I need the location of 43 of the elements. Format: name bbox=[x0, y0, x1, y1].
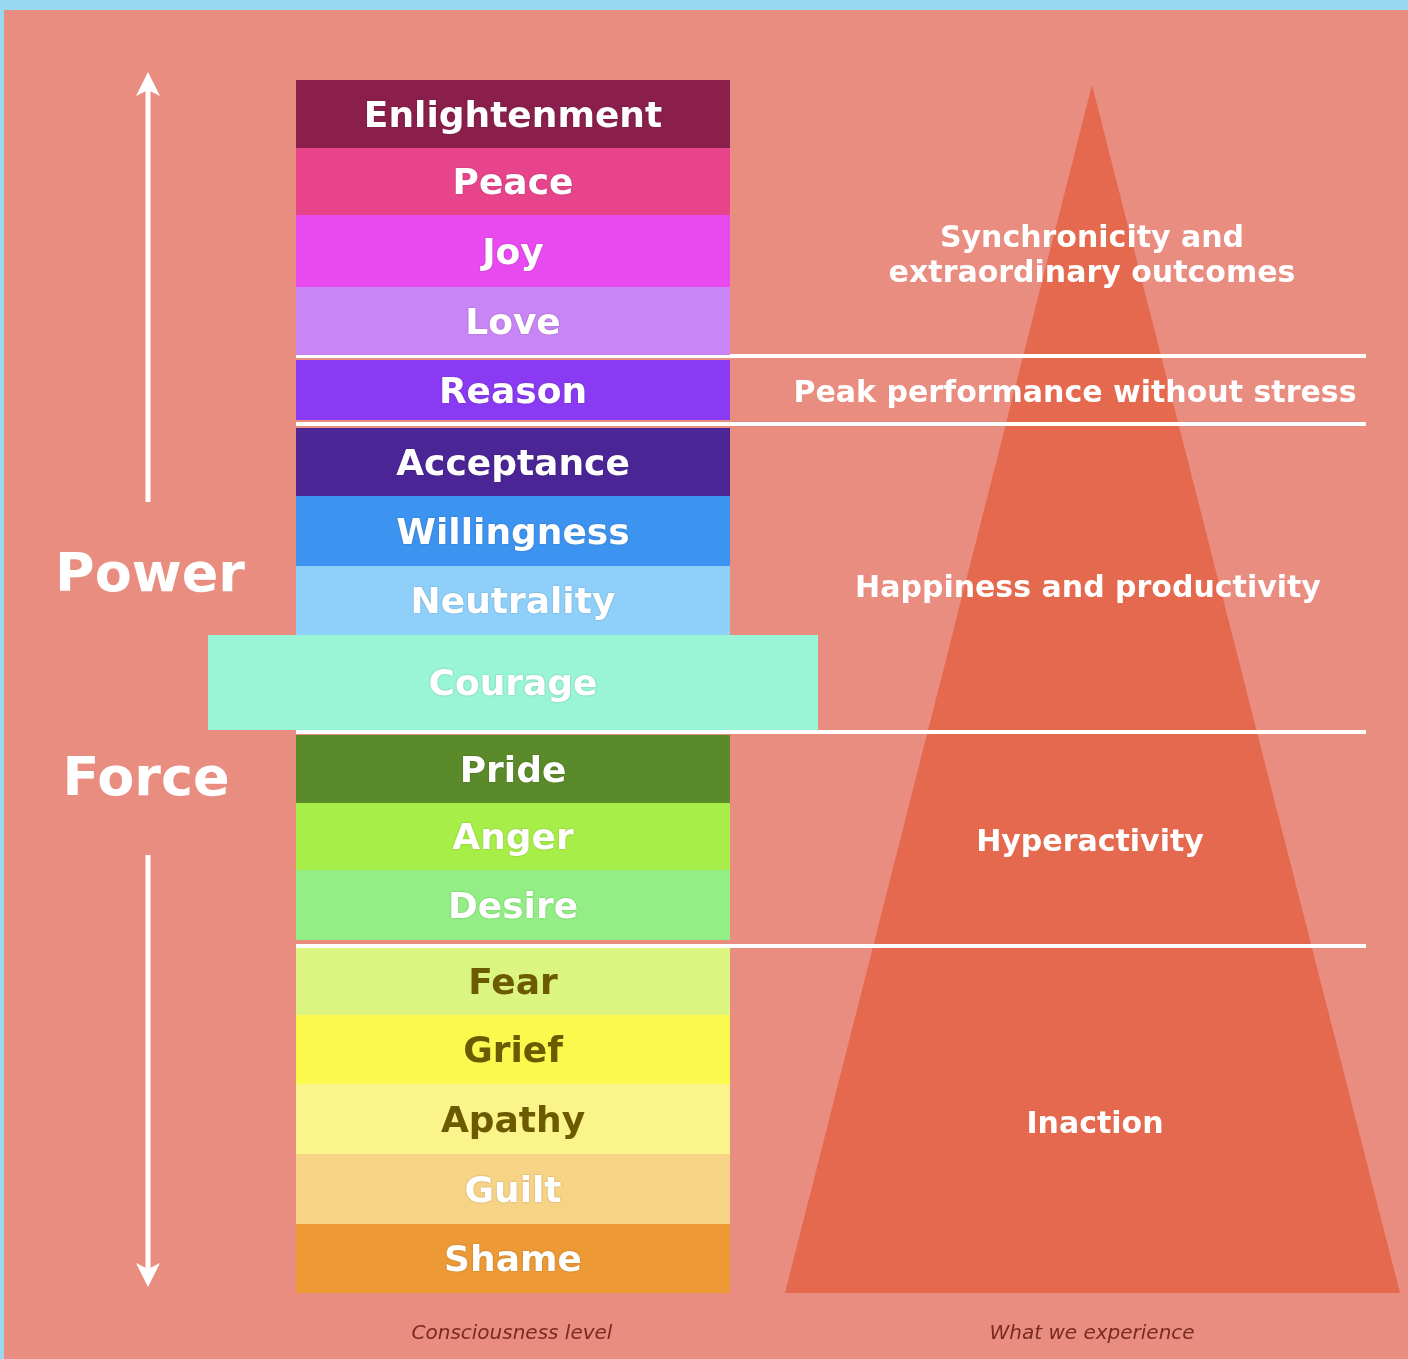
level-name: Enlightenment bbox=[363, 93, 663, 135]
experience-text: Happiness and productivity bbox=[854, 568, 1322, 604]
level-band bbox=[296, 1015, 730, 1084]
level-name: Acceptance bbox=[396, 441, 630, 483]
level-name: Anger bbox=[452, 816, 574, 857]
level-band bbox=[296, 1084, 730, 1154]
level-band bbox=[296, 360, 730, 420]
level-band bbox=[208, 635, 818, 730]
level-name: Shame bbox=[444, 1238, 582, 1279]
level-band bbox=[296, 1154, 730, 1224]
level-name: Desire bbox=[447, 884, 579, 926]
level-name: Fear bbox=[468, 961, 558, 1002]
level-name: Guilt bbox=[464, 1168, 562, 1210]
level-band bbox=[296, 287, 730, 355]
level-name: Reason bbox=[438, 369, 588, 411]
level-band bbox=[296, 215, 730, 287]
column-caption: What we experience bbox=[989, 1320, 1195, 1344]
level-name: Peace bbox=[452, 161, 574, 202]
level-band bbox=[296, 803, 730, 870]
level-band bbox=[296, 735, 730, 803]
column-caption: Consciousness level bbox=[411, 1320, 613, 1344]
level-name: Willingness bbox=[396, 510, 630, 552]
level-name: Courage bbox=[428, 662, 598, 703]
level-name: Grief bbox=[463, 1029, 563, 1070]
level-name: Love bbox=[465, 300, 561, 342]
level-name: Neutrality bbox=[410, 580, 616, 621]
experience-text: Synchronicity and extraordinary outcomes bbox=[887, 219, 1297, 289]
axis-title: Force bbox=[61, 744, 231, 808]
level-band bbox=[296, 870, 730, 940]
level-band bbox=[296, 566, 730, 635]
level-name: Pride bbox=[459, 748, 567, 790]
level-band bbox=[296, 80, 730, 148]
experience-text: Peak performance without stress bbox=[792, 373, 1358, 409]
level-name: Joy bbox=[482, 230, 544, 272]
level-band bbox=[296, 496, 730, 566]
level-band bbox=[296, 948, 730, 1015]
level-band bbox=[296, 148, 730, 215]
level-band bbox=[296, 428, 730, 496]
axis-title: Power bbox=[54, 540, 246, 604]
experience-text: Hyperactivity bbox=[975, 822, 1205, 858]
experience-text: Inaction bbox=[1025, 1104, 1165, 1140]
level-name: Apathy bbox=[440, 1098, 586, 1140]
level-band bbox=[296, 1224, 730, 1293]
